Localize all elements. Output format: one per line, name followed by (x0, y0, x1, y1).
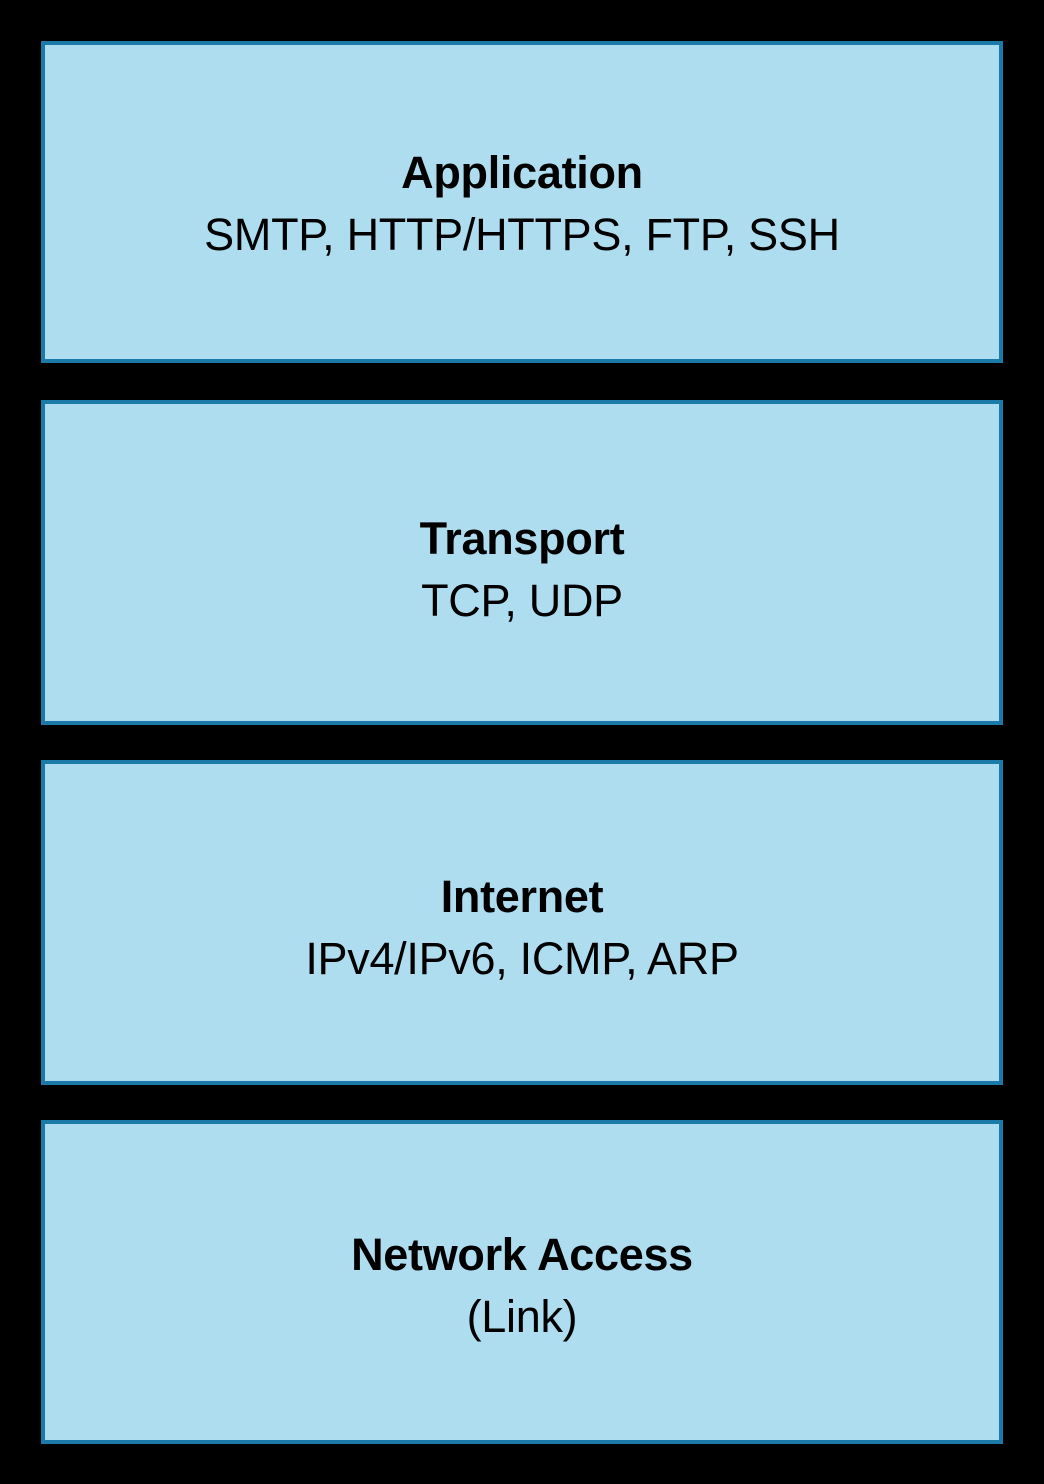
layer-subtitle-application: SMTP, HTTP/HTTPS, FTP, SSH (204, 209, 840, 260)
layer-title-internet: Internet (440, 871, 604, 922)
layer-subtitle-internet: IPv4/IPv6, ICMP, ARP (305, 933, 739, 984)
layer-box-application[interactable]: Application SMTP, HTTP/HTTPS, FTP, SSH (41, 41, 1003, 363)
layer-subtitle-network-access: (Link) (466, 1291, 578, 1342)
layer-box-internet[interactable]: Internet IPv4/IPv6, ICMP, ARP (41, 760, 1003, 1085)
layer-subtitle-transport: TCP, UDP (421, 575, 623, 626)
layer-title-network-access: Network Access (351, 1229, 693, 1280)
layer-box-network-access[interactable]: Network Access (Link) (41, 1120, 1003, 1444)
layer-title-application: Application (401, 147, 643, 198)
layer-title-transport: Transport (419, 513, 625, 564)
layer-box-transport[interactable]: Transport TCP, UDP (41, 400, 1003, 725)
